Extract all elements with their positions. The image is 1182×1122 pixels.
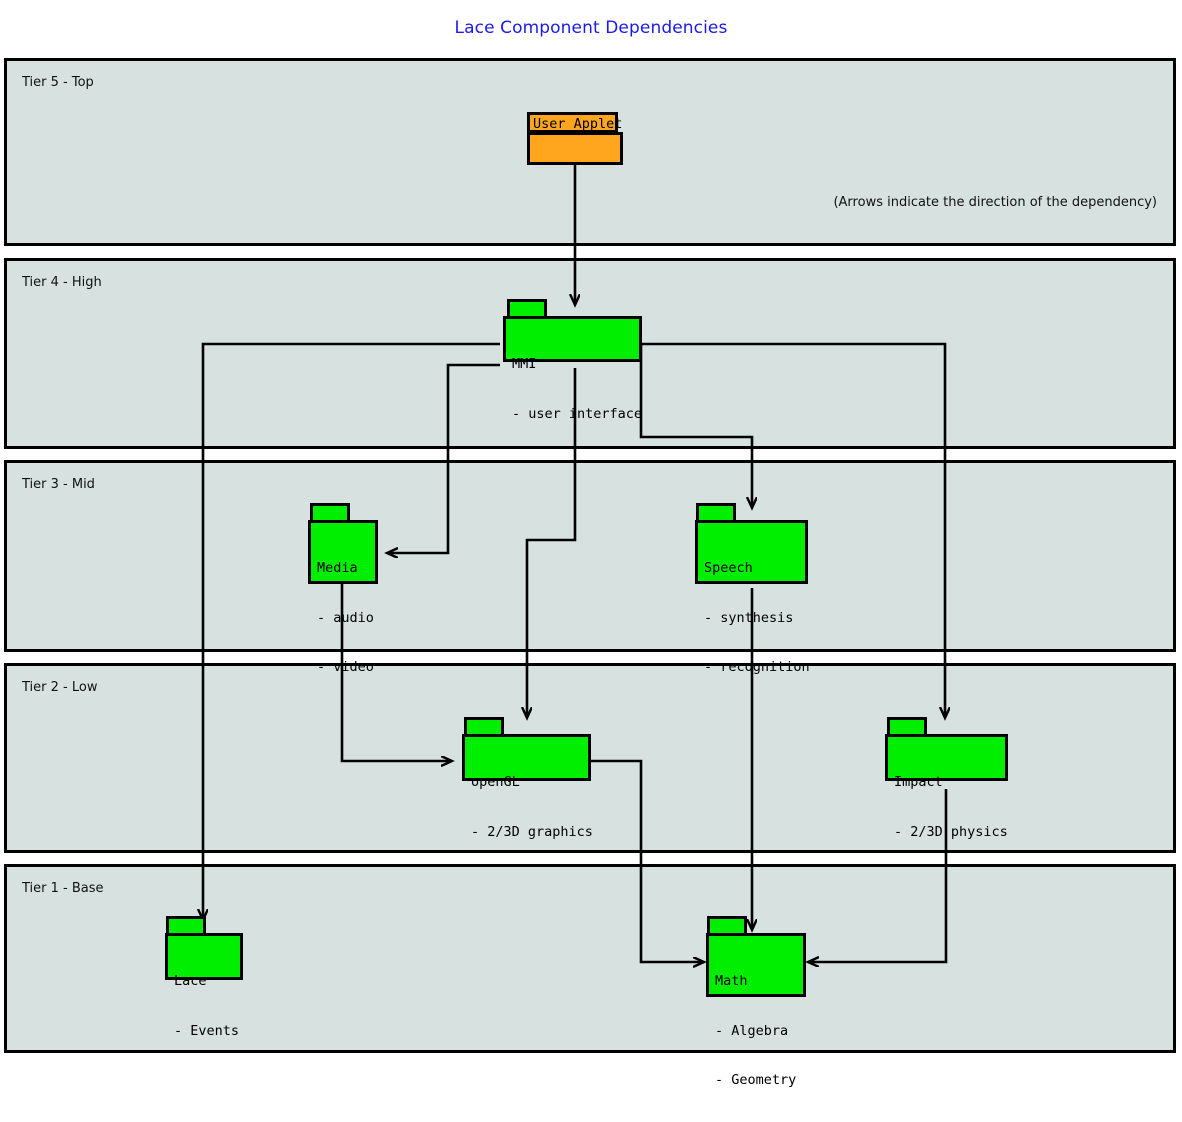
tier-panel-high: Tier 4 - High <box>4 258 1176 449</box>
package-math-detail-0: - Algebra <box>715 1022 789 1039</box>
package-speech-name: Speech <box>704 560 753 576</box>
package-impact-name: Impact <box>894 774 943 790</box>
package-lace-body: Lace - Events <box>165 933 243 1039</box>
package-user-applet-label: User Applet <box>527 112 622 133</box>
tier-panel-base: Tier 1 - Base <box>4 864 1176 1053</box>
package-lace-detail-0: - Events <box>174 1022 240 1039</box>
package-mmi-name: MMI <box>512 356 537 372</box>
package-media-body: Media - audio - video <box>308 520 378 675</box>
package-math-detail-1: - Geometry <box>715 1072 797 1088</box>
diagram-canvas: Lace Component Dependencies Tier 5 - Top… <box>4 18 1176 1088</box>
package-speech-body: Speech - synthesis - recognition <box>695 520 810 675</box>
page-title: Lace Component Dependencies <box>454 18 728 38</box>
package-opengl-detail-0: - 2/3D graphics <box>471 823 593 840</box>
package-speech-detail-0: - synthesis <box>704 609 794 626</box>
package-impact-body: Impact - 2/3D physics <box>885 734 1008 840</box>
tier-panel-mid: Tier 3 - Mid <box>4 460 1176 652</box>
tier-label-high: Tier 4 - High <box>22 275 102 290</box>
package-speech-detail-1: - recognition <box>704 659 810 675</box>
package-impact-detail-0: - 2/3D physics <box>894 823 1008 840</box>
package-math-name: Math <box>715 973 748 989</box>
package-lace-name: Lace <box>174 973 207 989</box>
tier-label-low: Tier 2 - Low <box>22 680 98 695</box>
package-media-detail-0: - audio <box>317 609 374 626</box>
package-math-body: Math - Algebra - Geometry <box>706 933 806 1088</box>
tier-label-top: Tier 5 - Top <box>22 75 94 90</box>
package-opengl-body: openGL - 2/3D graphics <box>462 734 593 840</box>
tier-label-mid: Tier 3 - Mid <box>22 477 95 492</box>
package-opengl-name: openGL <box>471 774 520 790</box>
package-media-name: Media <box>317 560 358 576</box>
tier-label-base: Tier 1 - Base <box>22 881 104 896</box>
package-user-applet-body <box>527 132 623 165</box>
package-mmi-detail-0: - user interface <box>512 405 643 422</box>
package-media-detail-1: - video <box>317 659 374 675</box>
package-mmi-body: MMI - user interface <box>503 316 642 422</box>
arrow-direction-note: (Arrows indicate the direction of the de… <box>833 195 1157 210</box>
